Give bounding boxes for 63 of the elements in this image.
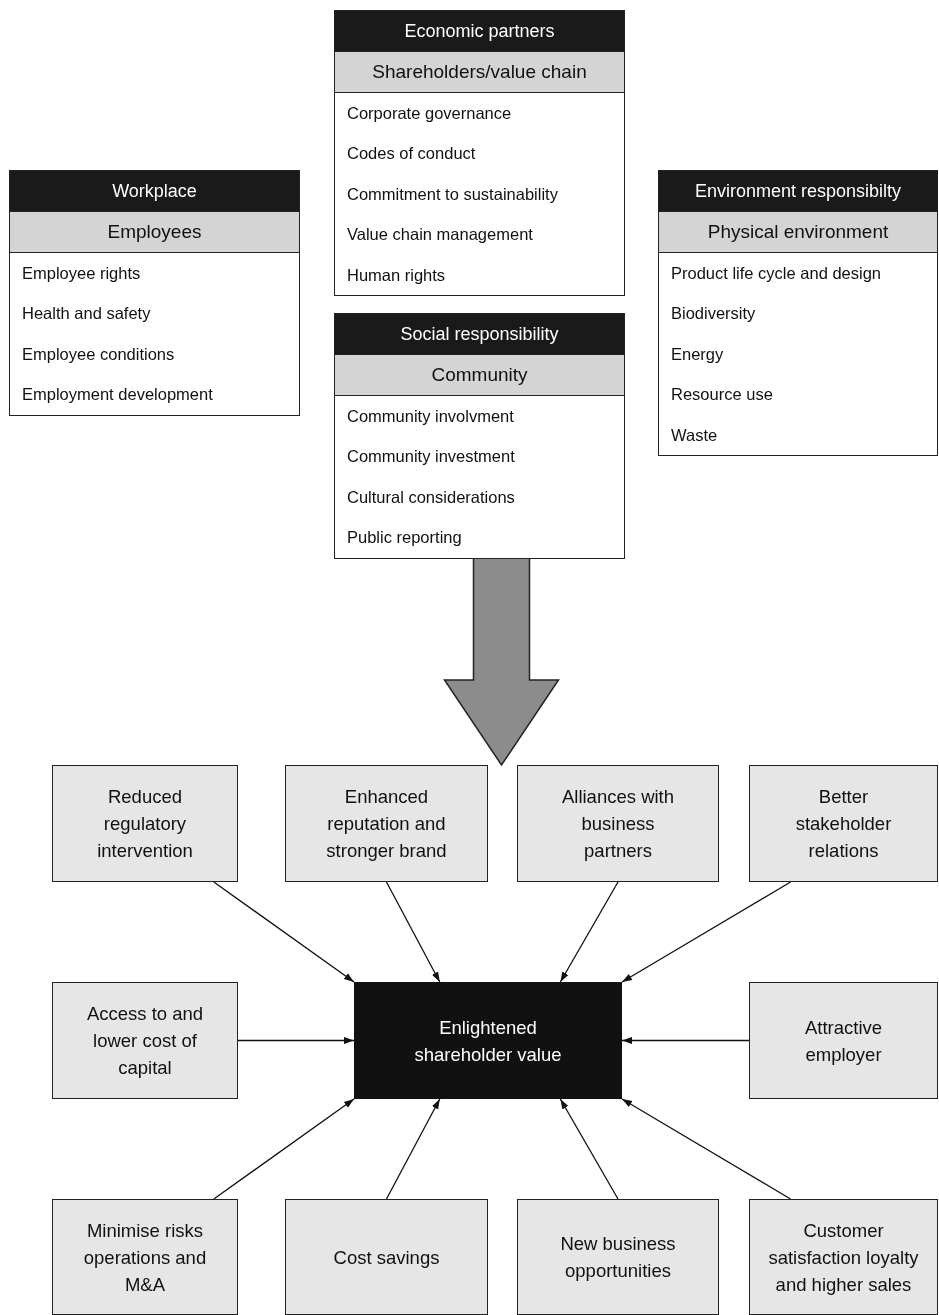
list-item: Commitment to sustainability <box>346 183 559 205</box>
list-item: Health and safety <box>21 303 152 325</box>
table-header: Economic partners <box>335 11 624 51</box>
benefit-box <box>52 982 238 1099</box>
benefit-box <box>52 1199 238 1315</box>
table-subheader: Community <box>335 354 624 396</box>
benefit-box <box>749 982 938 1099</box>
list-item: Community involvment <box>346 406 515 427</box>
list-item: Product life cycle and design <box>670 263 883 284</box>
list-item: Public reporting <box>346 527 463 549</box>
table-header: Environment responsibilty <box>659 171 937 211</box>
list-item: Corporate governance <box>346 103 513 124</box>
list-item: Employment development <box>21 384 214 406</box>
box-label: New business opportunities <box>559 1232 677 1283</box>
benefit-box <box>285 1199 488 1315</box>
list-item: Value chain management <box>346 224 534 246</box>
table-header: Workplace <box>10 171 299 211</box>
box-label: Reduced regulatory intervention <box>96 785 194 863</box>
box-label: Cost savings <box>332 1245 441 1270</box>
list-item: Codes of conduct <box>346 143 477 165</box>
arrow <box>559 1098 619 1200</box>
benefit-box <box>285 765 488 882</box>
arrow <box>385 881 441 983</box>
benefit-box <box>749 1199 938 1315</box>
benefit-box <box>749 765 938 882</box>
benefit-box <box>52 765 238 882</box>
arrow <box>559 881 619 983</box>
arrow <box>621 1037 750 1044</box>
arrow <box>213 1098 355 1200</box>
stakeholder-table <box>9 170 300 416</box>
box-label: Enhanced reputation and stronger brand <box>325 785 448 863</box>
list-item: Energy <box>670 343 725 365</box>
box-label: Attractive employer <box>803 1015 884 1067</box>
table-subheader: Shareholders/value chain <box>335 51 624 93</box>
benefit-box <box>517 1199 719 1315</box>
arrow <box>213 881 355 983</box>
arrow <box>621 881 792 983</box>
block-arrow <box>443 556 560 767</box>
arrow <box>237 1037 355 1044</box>
stakeholder-table <box>334 313 625 559</box>
stakeholder-table <box>658 170 938 456</box>
benefit-box <box>517 765 719 882</box>
table-subheader: Employees <box>10 211 299 253</box>
box-label: Access to and lower cost of capital <box>85 1002 205 1080</box>
list-item: Waste <box>670 424 719 446</box>
box-label: Customer satisfaction loyalty and higher sales <box>767 1218 920 1297</box>
box-label: Alliances with business partners <box>560 785 676 863</box>
box-label: Enlightened shareholder value <box>413 1015 563 1067</box>
arrow <box>385 1098 441 1200</box>
list-item: Employee conditions <box>21 343 176 365</box>
arrow <box>621 1098 792 1200</box>
table-header: Social responsibility <box>335 314 624 354</box>
table-subheader: Physical environment <box>659 211 937 253</box>
list-item: Biodiversity <box>670 303 757 325</box>
box-label: Minimise risks operations and M&A <box>82 1218 208 1297</box>
central-box <box>354 982 622 1099</box>
list-item: Employee rights <box>21 263 142 284</box>
box-label: Better stakeholder relations <box>794 785 893 863</box>
list-item: Community investment <box>346 446 516 468</box>
stakeholder-table <box>334 10 625 296</box>
list-item: Cultural considerations <box>346 486 516 508</box>
list-item: Human rights <box>346 264 447 286</box>
list-item: Resource use <box>670 384 774 406</box>
